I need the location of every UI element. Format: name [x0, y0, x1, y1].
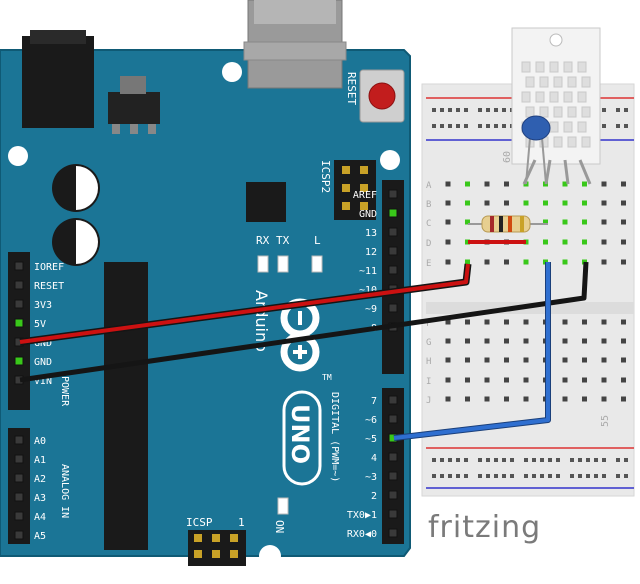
row-label-j: J [426, 396, 431, 406]
pin-label-digital-high-6: ~9 [365, 304, 377, 315]
sensor-lead-2 [544, 159, 552, 185]
pin-label-digital-high-4: ~11 [359, 266, 377, 277]
pin-label-analog-2: A2 [34, 474, 46, 485]
pin-label-analog-1: A1 [34, 455, 46, 466]
usb-chip [246, 182, 286, 222]
sensor-lead-3 [563, 159, 570, 185]
icsp2-header [334, 160, 376, 220]
icsp-label: ICSP [186, 516, 213, 529]
icsp2-label: ICSP2 [319, 160, 332, 193]
icsp-pin1-label: 1 [238, 516, 245, 529]
regulator-tab [120, 76, 146, 94]
pin-label-power-1: RESET [34, 281, 64, 292]
pin-label-power-2: 3V3 [34, 300, 52, 311]
mounting-hole-1 [8, 146, 28, 166]
fritzing-logo: fritzing [428, 510, 542, 545]
col-label-60: 60 [502, 151, 513, 163]
pin-label-power-0: IOREF [34, 262, 64, 273]
row-label-h: H [426, 357, 431, 367]
pin-label-power-6: VIN [34, 376, 52, 387]
pin-label-analog-3: A3 [34, 493, 46, 504]
black-wire[interactable] [19, 261, 589, 383]
row-label-c: C [426, 219, 431, 229]
mounting-hole-3 [380, 150, 400, 170]
arduino-uno-board: RESET ICSP2 RX TX L Arduino TM UNO ON [0, 0, 411, 567]
pin-label-digital-low-0: 7 [371, 396, 377, 407]
pin-label-digital-high-3: 12 [365, 247, 377, 258]
bottom-power-rail-holes [432, 458, 628, 478]
reset-button[interactable] [359, 69, 405, 123]
pin-label-digital-low-6: TX0▶1 [347, 510, 377, 521]
l-label: L [314, 234, 321, 247]
tx-label: TX [276, 234, 290, 247]
rx-label: RX [256, 234, 270, 247]
pin-label-digital-low-7: RX0◀0 [347, 529, 377, 540]
humidity-sensor [511, 27, 601, 185]
tx-led [277, 255, 289, 273]
row-label-g: G [426, 338, 431, 348]
pin-label-digital-low-5: 2 [371, 491, 377, 502]
row-label-e: E [426, 259, 431, 269]
rx-led [257, 255, 269, 273]
pin-label-digital-low-1: ~6 [365, 415, 377, 426]
pin-label-digital-low-3: 4 [371, 453, 377, 464]
pin-label-power-3: 5V [34, 319, 46, 330]
uno-text: UNO [286, 404, 314, 464]
digital-section-label: DIGITAL (PWM=~) [329, 392, 340, 482]
sensor-mount-hole [549, 33, 563, 47]
power-section-label: POWER [59, 376, 70, 407]
pin-label-analog-0: A0 [34, 436, 46, 447]
row-label-d: D [426, 239, 431, 249]
voltage-regulator [108, 92, 160, 124]
pin-label-analog-4: A4 [34, 512, 46, 523]
dc-power-jack [22, 36, 94, 128]
resistor [468, 215, 548, 233]
row-label-b: B [426, 200, 431, 210]
board-pcb [0, 49, 411, 557]
dc-jack-top [30, 30, 86, 44]
row-label-f: F [426, 319, 431, 329]
microcontroller-chip [104, 262, 148, 550]
pin-label-digital-low-4: ~3 [365, 472, 377, 483]
col-label-55: 55 [600, 415, 611, 427]
usb-connector-flange [243, 41, 347, 61]
digital-header-low [382, 388, 404, 544]
analog-section-label: ANALOG IN [59, 464, 70, 518]
pin-label-digital-low-2: ~5 [365, 434, 377, 445]
pin-label-digital-high-5: ~10 [359, 285, 377, 296]
sensor-lead-4 [578, 159, 592, 185]
on-label: ON [273, 520, 286, 533]
capacitor-1 [52, 164, 100, 212]
row-label-i: I [426, 377, 431, 387]
pin-label-digital-high-2: 13 [365, 228, 377, 239]
pin-label-power-5: GND [34, 357, 52, 368]
on-led [277, 497, 289, 515]
red-wire[interactable] [19, 263, 470, 344]
analog-header [8, 428, 30, 544]
trademark-mark: TM [322, 373, 332, 382]
reset-label: RESET [345, 72, 358, 105]
mounting-hole-4 [259, 545, 281, 567]
capacitor-2 [52, 218, 100, 266]
pin-label-digital-high-0: AREF [353, 190, 377, 201]
l-led [311, 255, 323, 273]
power-header [8, 252, 30, 410]
usb-connector-top [254, 0, 336, 24]
mounting-hole-2 [222, 62, 242, 82]
pin-label-power-4: GND [34, 338, 52, 349]
blue-wire[interactable] [393, 262, 550, 440]
pin-label-analog-5: A5 [34, 531, 46, 542]
pin-label-digital-high-1: GND [359, 209, 377, 220]
row-label-a: A [426, 181, 432, 191]
ceramic-capacitor [521, 115, 551, 185]
